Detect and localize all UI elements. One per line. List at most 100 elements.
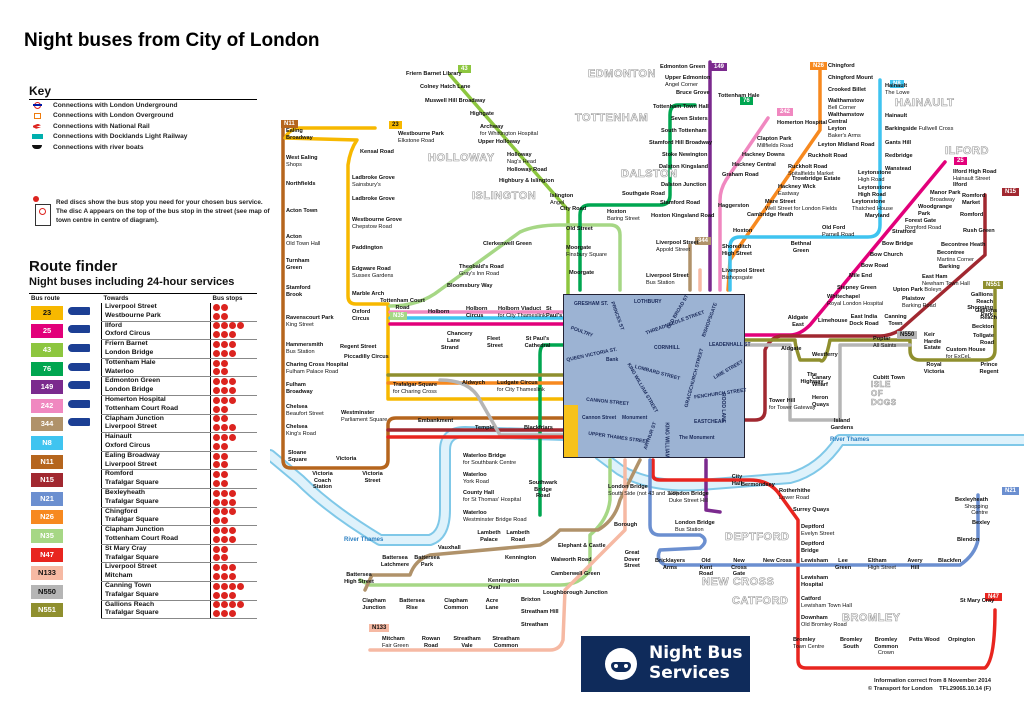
stop-disc-icon bbox=[229, 610, 236, 618]
station-label: Seven Sisters bbox=[671, 116, 708, 122]
station-label: St Paul's bbox=[546, 306, 563, 319]
stop-disc-icon bbox=[213, 349, 220, 357]
map-badge-344: 344 bbox=[695, 237, 712, 245]
route-line-n15 bbox=[743, 193, 987, 422]
station-label: Lewisham bbox=[801, 558, 829, 564]
route-line-n11 bbox=[281, 126, 567, 470]
stop-disc-icon bbox=[221, 312, 228, 320]
station-label: Stamford Hill Broadway bbox=[649, 140, 713, 146]
station-label: Clapham Common bbox=[443, 598, 469, 611]
stop-disc-icon bbox=[221, 610, 228, 618]
station-label: Barkingside Fullwell Cross bbox=[885, 126, 954, 132]
station-label: Gallions Reach Shopping Park bbox=[967, 292, 993, 318]
station-label: Bow Road bbox=[861, 263, 889, 269]
bus-stops-cell bbox=[211, 340, 258, 349]
station-label: Stepney Green bbox=[837, 285, 877, 291]
stop-disc-icon bbox=[213, 322, 220, 330]
station-label: Ladbroke Grove bbox=[352, 196, 395, 202]
station-label: Highgate bbox=[470, 111, 494, 117]
station-label: Sloane Square bbox=[288, 450, 307, 463]
station-label: Old Kent Road bbox=[699, 558, 713, 577]
bus-stops-cell bbox=[211, 563, 258, 572]
route-finder-row: Waterloo bbox=[29, 367, 257, 378]
stop-disc-icon bbox=[213, 564, 220, 572]
column-header-bus-stops: Bus stops bbox=[210, 293, 257, 303]
page-title: Night buses from City of London bbox=[24, 30, 320, 51]
bus-stops-cell bbox=[211, 470, 258, 479]
route-finder-row: Westbourne Park bbox=[29, 311, 257, 322]
station-label: Romford bbox=[960, 212, 984, 218]
towards-cell: Tottenham Court Road bbox=[101, 404, 211, 415]
station-label: Regent Street bbox=[340, 344, 377, 350]
bus-stops-cell bbox=[211, 395, 258, 404]
station-label: Maryland bbox=[865, 213, 890, 219]
station-label: Embankment bbox=[418, 418, 454, 424]
map-badge-n47: N47 bbox=[985, 593, 1003, 601]
station-label: Tottenham Town Hall bbox=[653, 104, 709, 110]
stop-disc-icon bbox=[213, 387, 220, 395]
stop-disc-icon bbox=[213, 527, 220, 535]
towards-cell: Mitcham bbox=[101, 572, 211, 582]
station-label: Canning Town bbox=[884, 314, 907, 327]
station-label: Brixton bbox=[521, 597, 541, 603]
towards-cell: Edmonton Green bbox=[101, 376, 211, 387]
stop-disc-icon bbox=[213, 508, 220, 516]
stop-disc-icon bbox=[221, 424, 228, 432]
map-badge-23: 23 bbox=[389, 121, 402, 129]
route-badge: N35 bbox=[31, 528, 63, 543]
station-label: Lambeth Palace bbox=[477, 530, 501, 543]
stop-disc-icon bbox=[221, 387, 228, 395]
station-label: City Road bbox=[560, 206, 587, 212]
station-label: Vauxhall bbox=[438, 545, 461, 551]
stop-disc-icon bbox=[229, 508, 236, 516]
station-label: Fulham Broadway bbox=[286, 382, 313, 395]
route-finder-row: Trafalgar Square bbox=[29, 553, 257, 564]
station-label: Blendon bbox=[957, 537, 980, 543]
map-badge-n21: N21 bbox=[1002, 487, 1020, 495]
station-label: Stamford Road bbox=[660, 200, 701, 206]
station-label: Tollgate Road bbox=[972, 333, 994, 346]
stop-disc-icon bbox=[213, 442, 220, 450]
key-item-dlr: Connections with Docklands Light Railway bbox=[30, 132, 270, 143]
station-label: Southwark Bridge Road bbox=[528, 480, 558, 499]
stop-disc-icon bbox=[229, 341, 236, 349]
station-label: Blackfen bbox=[938, 558, 962, 564]
station-label: Rowan Road bbox=[421, 636, 441, 649]
station-label: Bethnal Green bbox=[790, 241, 812, 254]
station-label: South Tottenham bbox=[661, 128, 707, 134]
stop-disc-icon bbox=[213, 312, 220, 320]
station-label: East India Dock Road bbox=[849, 314, 879, 327]
route-finder-row: Trafalgar Square bbox=[29, 590, 257, 601]
station-label: Canary Wharf bbox=[812, 375, 831, 388]
station-label: Blackfriars bbox=[524, 425, 553, 431]
route-badge: N550 bbox=[31, 584, 63, 599]
bus-stops-cell bbox=[210, 404, 257, 415]
station-label: Walworth Road bbox=[551, 557, 592, 563]
bus-stops-cell bbox=[211, 321, 258, 330]
station-label: Clapham Junction bbox=[362, 598, 386, 611]
bus-stops-cell bbox=[210, 367, 257, 378]
river-label: River Thames bbox=[344, 537, 384, 543]
station-label: Woodgrange Park bbox=[918, 204, 953, 217]
towards-cell: Ealing Broadway bbox=[101, 451, 211, 461]
station-label: Westferry bbox=[812, 352, 838, 358]
disc-note: Red discs show the bus stop you need for… bbox=[33, 196, 275, 226]
area-label-ilford: ILFORD bbox=[945, 145, 989, 158]
